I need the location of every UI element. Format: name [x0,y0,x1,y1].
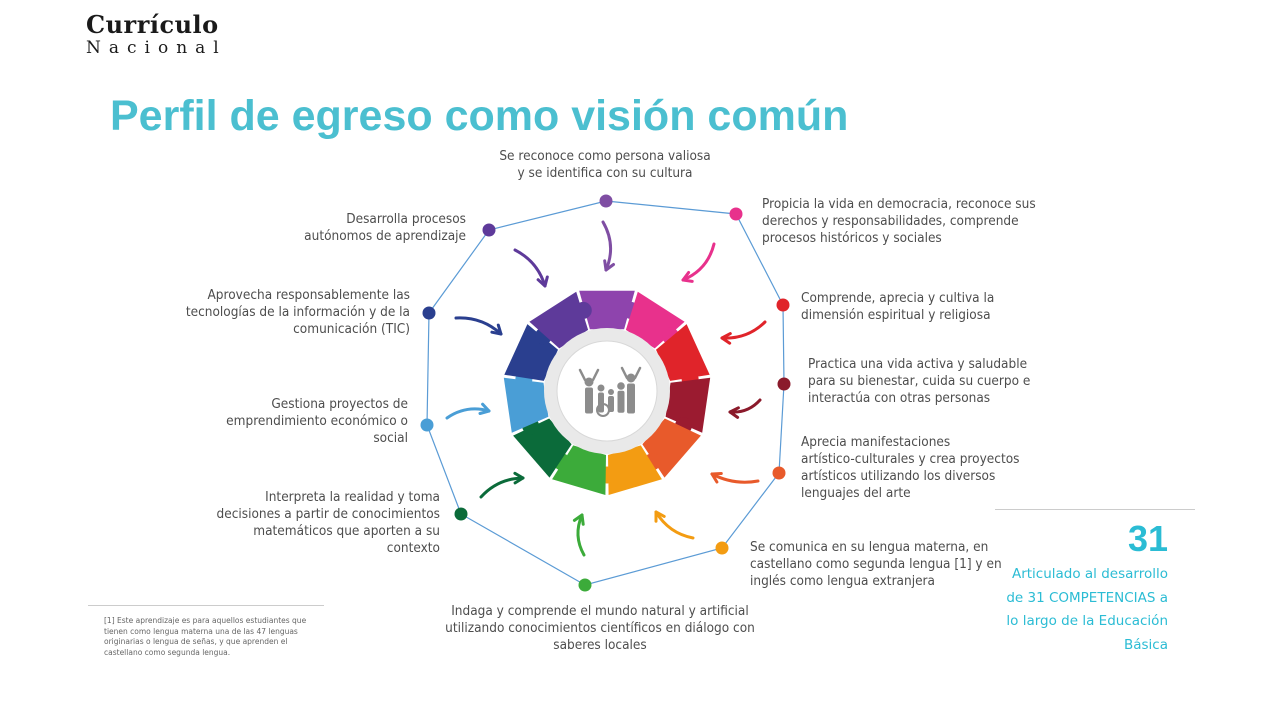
arrow-shaft [710,472,760,484]
puzzle-piece [504,324,558,381]
arrow-shaft [601,220,612,272]
arrow-head [681,271,694,283]
arrow-head [572,513,585,526]
vertex-dot [578,578,592,592]
vertex-dot [776,298,790,312]
arrow-shaft [479,476,525,499]
puzzle-piece [665,377,711,433]
arrow-head [513,471,525,485]
puzzle-piece [579,290,635,330]
arrow-shaft [720,320,767,340]
footnote: [1] Este aprendizaje es para aquellos es… [104,616,307,658]
arrow-head [478,402,491,415]
arrow-shaft [681,242,716,282]
vertex-dot [772,466,786,480]
vertex-dot [777,377,791,391]
logo-line1: Currículo [86,10,219,39]
arrow-shaft [445,407,491,420]
vertex-dot [420,418,434,432]
competency-label: Propicia la vida en democracia, reconoce… [762,196,1036,246]
puzzle-piece [503,377,549,433]
arrow-head [720,332,732,345]
arrow-shaft [654,510,695,540]
vertex-dot [422,306,436,320]
family-icon [578,366,642,417]
competency-label: Indaga y comprende el mundo natural y ar… [445,603,755,653]
puzzle-tab [574,301,592,319]
footnote-divider [88,605,324,606]
logo-line2: Nacional [86,38,227,58]
center-disc [556,340,658,442]
arrow-shaft [576,513,586,557]
vertex-dot [482,223,496,237]
arrow-shaft [513,248,547,288]
arrow-head [490,323,503,336]
competencies-count: 31 [1127,518,1168,559]
arrow-head [603,259,615,272]
arrow-head [536,275,549,288]
page-title: Perfil de egreso como visión común [110,92,849,140]
arrow-shaft [454,316,503,336]
arrow-head [728,406,740,419]
puzzle-piece [529,291,589,349]
puzzle-piece [608,445,662,495]
curriculo-nacional-logo: Currículo Nacional [86,12,246,60]
vertex-dot [599,194,613,208]
vertex-dot [454,507,468,521]
competencies-caption: Articulado al desarrollo de 31 COMPETENC… [1006,566,1168,653]
vertex-dot [715,541,729,555]
arrow-head [710,472,723,484]
octagon-outline [426,200,785,586]
puzzle-piece [656,324,710,381]
stat-divider [995,509,1195,510]
arrow-head [654,510,666,523]
vertex-dot [729,207,743,221]
